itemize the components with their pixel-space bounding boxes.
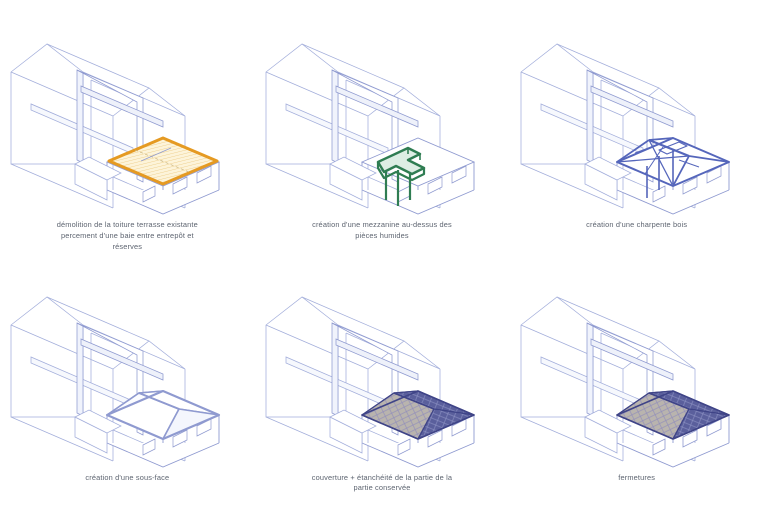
timber-hip-roof-frame-highlight [615,137,730,198]
window-opening [397,437,411,456]
window-opening [682,428,698,448]
caption-line: réserves [112,241,143,251]
roof-terrace-demolition-zone-highlight [107,136,219,186]
panel-fermetures[interactable]: fermetures [509,255,764,509]
window-opening [427,176,443,195]
axonometric-drawing-3 [513,14,761,219]
panel-mezzanine[interactable]: création d'une mezzanine au-dessus des p… [255,0,510,255]
caption-line: percement d'une baie entre entrepôt et [60,230,194,240]
caption-line: création d'une mezzanine au-dessus des [312,220,452,229]
panel-couverture-etancheite[interactable]: couverture + étanchéité de la partie de … [255,255,510,509]
window-opening [706,417,722,437]
caption-line: création d'une charpente bois [586,220,688,229]
axonometric-drawing-1 [3,14,251,219]
panel-caption: création d'une mezzanine au-dessus des p… [279,220,484,242]
window-opening [652,185,666,203]
window-opening [142,185,156,203]
panel-caption: couverture + étanchéité de la partie de … [279,473,484,495]
panel-demolition-toiture[interactable]: démolition de la toiture terrasse exista… [0,0,255,255]
extension-block-wireframe [583,409,730,467]
existing-building-wireframe [520,296,696,461]
window-opening [451,417,467,437]
axonometric-drawing-6 [513,267,761,472]
caption-line: partie conservée [353,483,411,493]
tiled-roof-covering-highlight [361,389,475,440]
window-opening [682,176,698,195]
extension-block-wireframe [74,137,221,215]
existing-building-wireframe [265,43,441,209]
window-opening [427,428,443,448]
extension-block-wireframe [583,137,730,215]
window-opening [172,176,188,195]
panel-caption: création d'une sous-face [25,473,230,484]
window-opening [196,165,212,184]
caption-line: pièces humides [355,230,409,240]
panel-sous-face[interactable]: création d'une sous-face [0,255,255,509]
panel-caption: démolition de la toiture terrasse exista… [25,220,230,253]
window-opening [451,165,467,184]
axonometric-drawing-2 [258,14,506,219]
existing-building-wireframe [10,296,186,461]
caption-line: couverture + étanchéité de la partie de … [311,472,453,482]
window-opening [172,428,188,448]
existing-building-wireframe [265,296,441,461]
caption-line: fermetures [618,472,656,482]
mezzanine-platform-highlight [376,146,426,206]
closed-building-envelope-highlight [615,389,730,440]
panel-caption: fermetures [534,473,739,484]
extension-block-wireframe [329,409,475,467]
panel-charpente-bois[interactable]: création d'une charpente bois [509,0,764,255]
axonometric-drawing-5 [258,267,506,472]
caption-line: démolition de la toiture terrasse exista… [56,220,198,229]
window-opening [142,437,156,456]
roof-soffit-surface-highlight [106,389,221,440]
window-opening [652,437,666,456]
panel-caption: création d'une charpente bois [534,220,739,231]
caption-line: création d'une sous-face [85,472,170,482]
existing-building-wireframe [520,43,696,209]
axonometric-drawing-4 [3,267,251,472]
existing-building-wireframe [10,43,186,209]
